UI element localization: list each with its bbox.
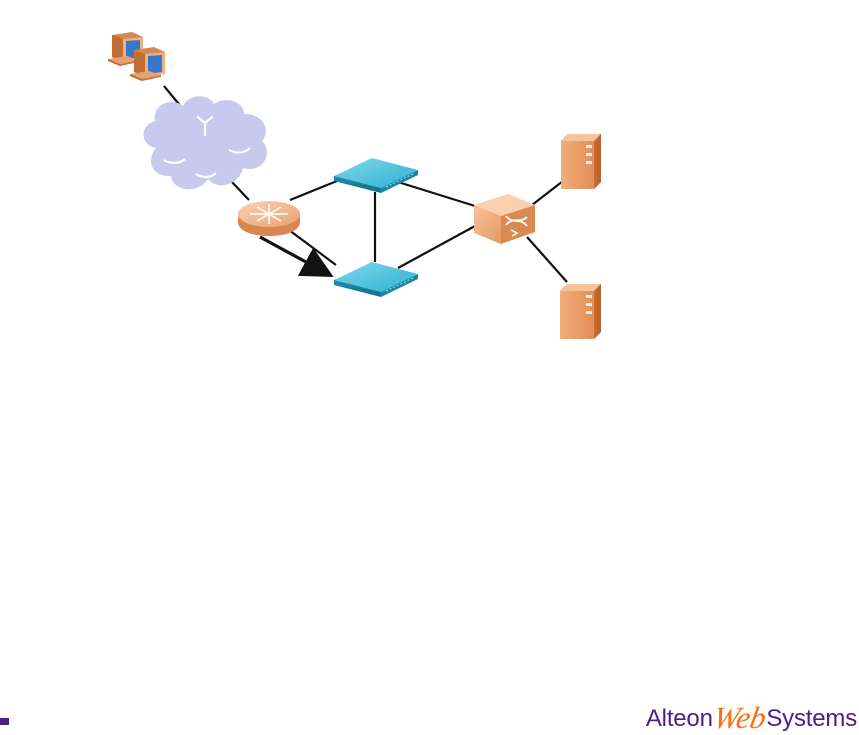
layer2-switch [474, 194, 535, 244]
server-1 [561, 134, 601, 189]
server-icon [561, 134, 601, 189]
brand-logo: Alteon Web Systems [646, 700, 857, 734]
switch-icon [474, 194, 535, 244]
link-primary-switch-to-l2 [398, 182, 475, 206]
link-cloud-to-router [231, 181, 249, 200]
server-2 [560, 284, 601, 339]
corner-mark [0, 718, 9, 725]
client-workstation-2 [130, 47, 165, 81]
workstation-icon [108, 32, 165, 81]
edge-router [238, 201, 300, 236]
cloud-icon [143, 96, 266, 189]
link-l2-to-server-2 [527, 237, 567, 282]
brand-logo-left: Alteon [646, 707, 713, 731]
failover-arrow [260, 237, 328, 274]
internet-cloud [143, 96, 266, 189]
brand-logo-right: Systems [766, 707, 857, 731]
switch-icon [334, 262, 418, 297]
router-icon [238, 201, 300, 236]
switch-icon [334, 158, 418, 193]
link-backup-switch-to-l2 [398, 226, 475, 268]
web-switch-backup [334, 262, 418, 297]
brand-logo-script: Web [711, 702, 768, 733]
link-router-to-backup-switch [289, 230, 336, 265]
web-switch-primary [334, 158, 418, 193]
server-icon [560, 284, 601, 339]
link-l2-to-server-1 [532, 181, 563, 205]
link-router-to-primary-switch [290, 181, 337, 200]
